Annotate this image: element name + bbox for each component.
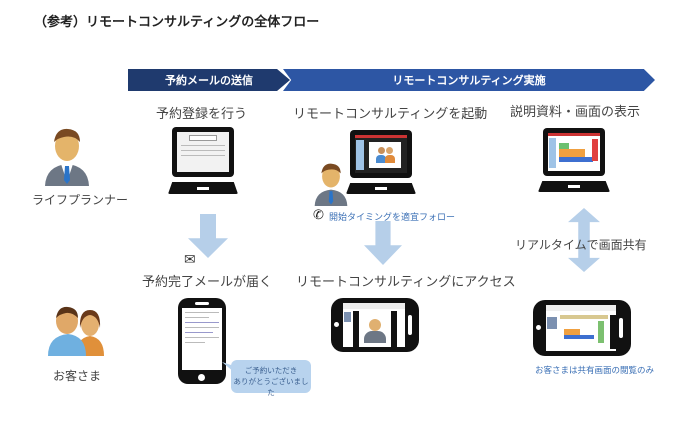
page-title: （参考）リモートコンサルティングの全体フロー <box>34 15 320 30</box>
realtime-share-note: リアルタイムで画面共有 <box>515 238 647 252</box>
smartphone-shared-screen <box>533 300 631 356</box>
step-mail-arrives: 予約完了メールが届く <box>142 275 273 290</box>
banner-reservation-mail: 予約メールの送信 <box>128 69 290 91</box>
step-reserve: 予約登録を行う <box>156 107 248 122</box>
thanks-bubble-line1: ご予約いただき <box>244 366 298 375</box>
view-only-note: お客さまは共有画面の閲覧のみ <box>535 366 655 376</box>
smartphone-consulting <box>331 298 419 352</box>
banner-label: リモートコンサルティング実施 <box>392 74 546 87</box>
banner-label: 予約メールの送信 <box>165 74 253 87</box>
step-access: リモートコンサルティングにアクセス <box>296 275 516 290</box>
laptop-reservation <box>168 127 238 197</box>
step-launch: リモートコンサルティングを起動 <box>293 107 488 122</box>
arrow-down-access <box>364 221 402 265</box>
planner-avatar-icon <box>42 124 92 186</box>
banner-remote-consulting: リモートコンサルティング実施 <box>283 69 655 91</box>
smartphone-mail <box>178 298 226 384</box>
phone-follow-note: 開始タイミングを適宜フォロー <box>329 213 456 223</box>
laptop-display <box>538 128 610 198</box>
step-display: 説明資料・画面の表示 <box>510 105 641 120</box>
planner-small-avatar-icon <box>312 160 350 206</box>
thanks-bubble-line2: ありがとうございました <box>233 377 309 397</box>
customer-avatar-icon <box>46 304 104 356</box>
envelope-icon: ✉ <box>184 252 196 268</box>
customer-label: お客さま <box>53 369 102 383</box>
thanks-bubble: ご予約いただき ありがとうございました <box>231 360 311 397</box>
laptop-consulting <box>346 130 416 200</box>
planner-label: ライフプランナー <box>32 193 129 207</box>
phone-icon: ✆ <box>313 208 324 223</box>
bubble-tail <box>222 362 234 372</box>
